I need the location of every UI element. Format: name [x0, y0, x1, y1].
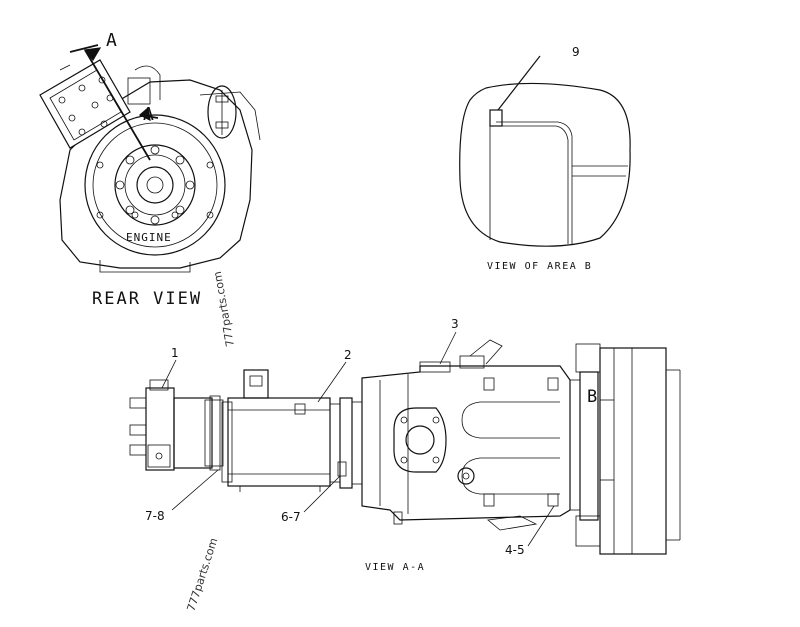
view-area-b-caption: VIEW OF AREA B: [487, 261, 592, 272]
callout-2: 2: [344, 348, 352, 362]
rear-view-title: REAR VIEW: [92, 289, 202, 309]
callout-9: 9: [572, 45, 580, 59]
engine-label: ENGINE: [126, 231, 172, 244]
watermark-bottom: 777parts.com: [184, 536, 220, 613]
callout-6-7: 6-7: [281, 510, 301, 524]
area-b-marker: B: [587, 387, 597, 407]
view-aa-caption: VIEW A-A: [365, 562, 425, 573]
callout-4-5: 4-5: [505, 543, 525, 557]
section-label-a-top: A: [106, 30, 117, 51]
callout-1: 1: [171, 346, 179, 360]
rear-view-drawing: [39, 44, 261, 273]
view-aa-drawing: [129, 339, 681, 555]
callout-3: 3: [451, 317, 459, 331]
section-label-a-bottom: A: [143, 104, 154, 125]
area-b-drawing: [459, 55, 631, 247]
watermark-top: 777parts.com: [211, 270, 237, 347]
callout-7-8: 7-8: [145, 509, 165, 523]
leader-lines: [161, 331, 555, 547]
